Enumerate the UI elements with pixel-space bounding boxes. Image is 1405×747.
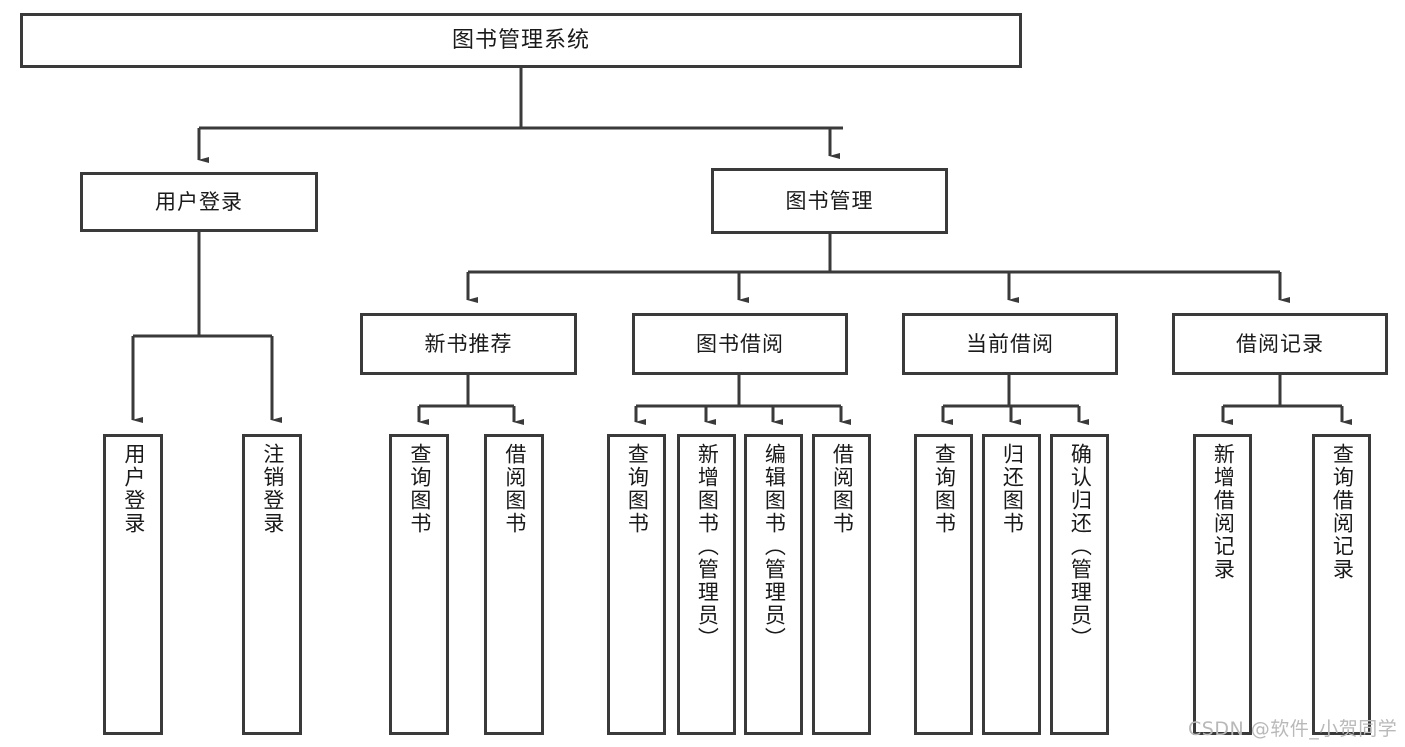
node-label: 借阅图书 bbox=[830, 443, 855, 535]
node-label: 注销登录 bbox=[260, 443, 285, 535]
node-label: 新增借阅记录 bbox=[1211, 443, 1236, 581]
node-leaf-query-record[interactable]: 查询借阅记录 bbox=[1312, 434, 1371, 735]
node-label: 当前借阅 bbox=[966, 331, 1054, 356]
node-leaf-query-book-1[interactable]: 查询图书 bbox=[389, 434, 449, 735]
node-leaf-return-book[interactable]: 归还图书 bbox=[982, 434, 1041, 735]
node-label: 借阅记录 bbox=[1236, 331, 1324, 356]
node-leaf-query-book-3[interactable]: 查询图书 bbox=[914, 434, 973, 735]
watermark-text: CSDN @软件_小贺同学 bbox=[1188, 718, 1398, 740]
node-label: 新增图书（管理员） bbox=[695, 443, 720, 650]
node-label: 编辑图书（管理员） bbox=[762, 443, 787, 650]
node-leaf-user-logout[interactable]: 注销登录 bbox=[242, 434, 302, 735]
node-leaf-borrow-book-2[interactable]: 借阅图书 bbox=[812, 434, 871, 735]
node-borrow-record[interactable]: 借阅记录 bbox=[1172, 313, 1388, 375]
node-label: 借阅图书 bbox=[502, 443, 527, 535]
node-current-borrow[interactable]: 当前借阅 bbox=[902, 313, 1118, 375]
node-label: 用户登录 bbox=[155, 189, 243, 214]
node-label: 用户登录 bbox=[121, 443, 146, 535]
node-new-book-recommend[interactable]: 新书推荐 bbox=[360, 313, 577, 375]
node-leaf-add-book[interactable]: 新增图书（管理员） bbox=[677, 434, 736, 735]
node-label: 确认归还（管理员） bbox=[1068, 443, 1093, 650]
node-leaf-add-record[interactable]: 新增借阅记录 bbox=[1193, 434, 1252, 735]
node-label: 图书管理 bbox=[785, 188, 874, 213]
node-label: 查询借阅记录 bbox=[1330, 443, 1355, 581]
node-label: 图书借阅 bbox=[696, 331, 784, 356]
node-book-management[interactable]: 图书管理 bbox=[711, 168, 948, 234]
node-label: 图书管理系统 bbox=[451, 27, 590, 53]
node-leaf-query-book-2[interactable]: 查询图书 bbox=[607, 434, 666, 735]
node-leaf-edit-book[interactable]: 编辑图书（管理员） bbox=[744, 434, 803, 735]
node-leaf-confirm-return[interactable]: 确认归还（管理员） bbox=[1050, 434, 1109, 735]
node-leaf-user-login[interactable]: 用户登录 bbox=[103, 434, 163, 735]
node-label: 查询图书 bbox=[407, 443, 432, 535]
node-book-borrow[interactable]: 图书借阅 bbox=[632, 313, 848, 375]
node-user-login[interactable]: 用户登录 bbox=[80, 172, 318, 232]
node-label: 新书推荐 bbox=[424, 331, 513, 356]
node-leaf-borrow-book-1[interactable]: 借阅图书 bbox=[484, 434, 544, 735]
node-label: 查询图书 bbox=[625, 443, 650, 535]
node-label: 归还图书 bbox=[1000, 443, 1025, 535]
node-label: 查询图书 bbox=[932, 443, 957, 535]
node-root-system[interactable]: 图书管理系统 bbox=[20, 13, 1022, 68]
